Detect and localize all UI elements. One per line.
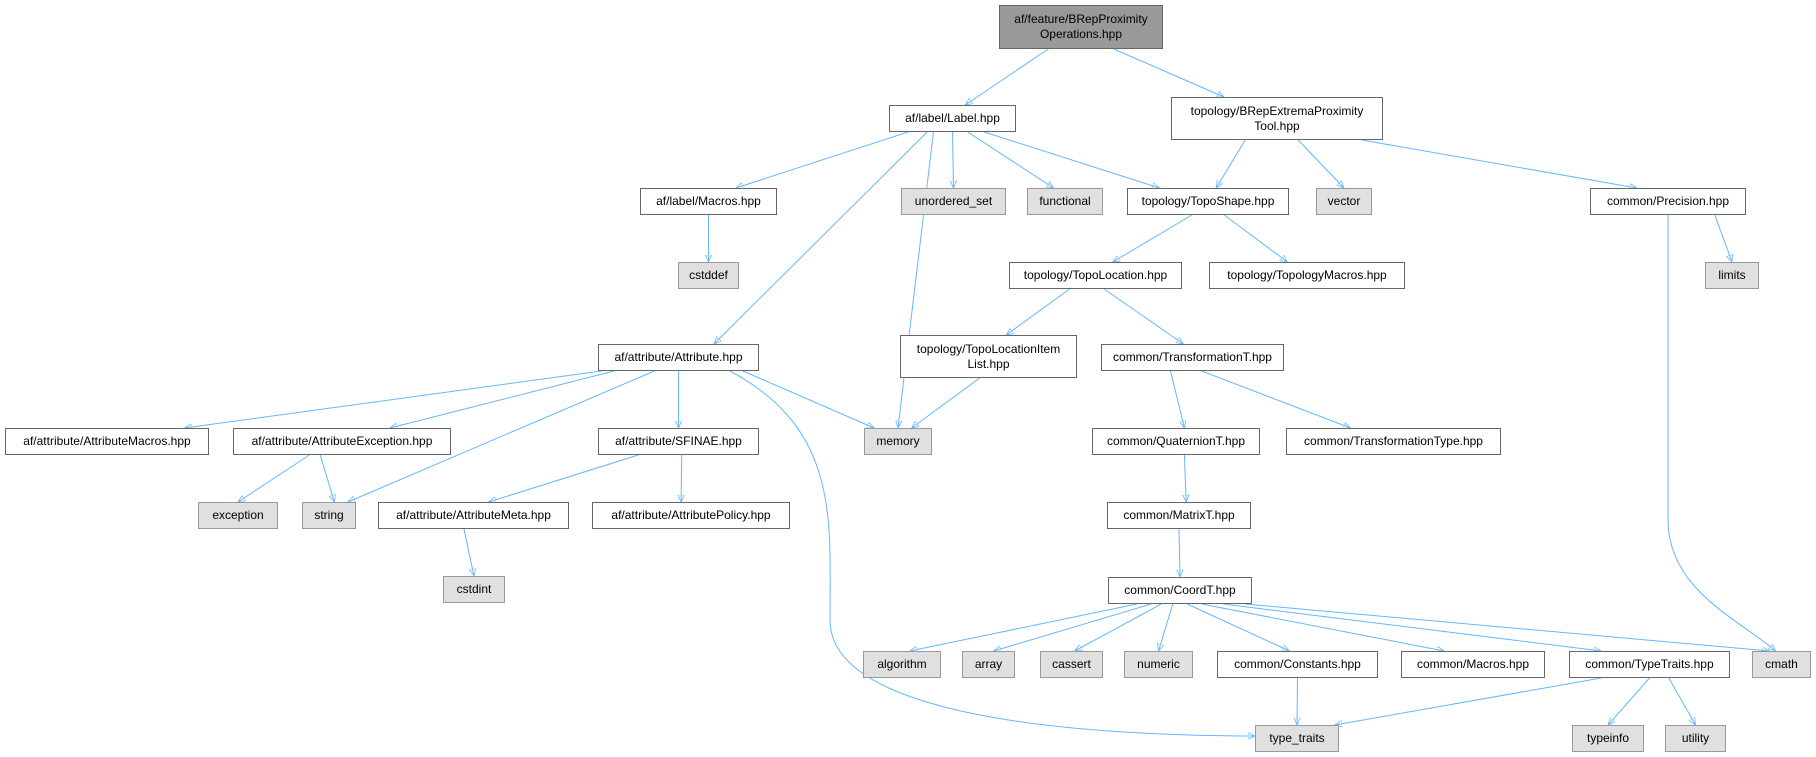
node-extrema[interactable]: topology/BRepExtremaProximity Tool.hpp xyxy=(1171,97,1383,140)
node-type-traits: type_traits xyxy=(1255,725,1339,752)
node-utility: utility xyxy=(1665,725,1726,752)
edge-extrema-to-vector xyxy=(1297,139,1344,188)
edge-transformation-to-quaternion xyxy=(1170,370,1185,428)
edge-attribute-to-string xyxy=(348,370,655,502)
edge-attribute-to-attributemacros xyxy=(185,370,602,428)
edge-coord-to-constants xyxy=(1186,603,1289,652)
node-cmath: cmath xyxy=(1752,651,1811,678)
edge-attribute-to-memory xyxy=(742,370,874,428)
node-constants[interactable]: common/Constants.hpp xyxy=(1217,651,1378,678)
edge-label-to-functional xyxy=(967,131,1054,188)
edge-sfinae-to-attributepolicy xyxy=(681,454,682,502)
edge-coord-to-algorithm xyxy=(910,603,1137,651)
node-cstdint: cstdint xyxy=(443,576,505,603)
edge-label-to-memory xyxy=(898,131,934,428)
edge-attribute-to-type_traits xyxy=(729,370,1255,736)
node-unordered-set: unordered_set xyxy=(901,188,1006,215)
node-cassert: cassert xyxy=(1040,651,1103,678)
node-quaternion[interactable]: common/QuaternionT.hpp xyxy=(1092,428,1260,455)
edge-quaternion-to-matrix xyxy=(1184,454,1186,502)
node-transformationtype[interactable]: common/TransformationType.hpp xyxy=(1286,428,1501,455)
node-matrix[interactable]: common/MatrixT.hpp xyxy=(1107,502,1251,529)
node-string: string xyxy=(302,502,356,529)
node-attributemeta[interactable]: af/attribute/AttributeMeta.hpp xyxy=(378,502,569,529)
edge-typetraits_hpp-to-type_traits xyxy=(1335,677,1602,725)
edge-sfinae-to-attributemeta xyxy=(489,454,639,502)
node-typetraits-hpp[interactable]: common/TypeTraits.hpp xyxy=(1569,651,1730,678)
node-transformation[interactable]: common/TransformationT.hpp xyxy=(1101,344,1284,371)
edge-topolocation-to-topolocationitemlist xyxy=(1006,288,1070,335)
edge-extrema-to-precision xyxy=(1361,139,1637,188)
edge-precision-to-limits xyxy=(1714,214,1732,262)
edge-attributeexception-to-exception xyxy=(238,454,310,502)
node-coord[interactable]: common/CoordT.hpp xyxy=(1108,577,1252,604)
edge-toposhape-to-topolocation xyxy=(1113,214,1193,262)
edge-typetraits_hpp-to-typeinfo xyxy=(1608,677,1650,725)
edge-coord-to-numeric xyxy=(1159,603,1174,651)
node-cstddef: cstddef xyxy=(678,262,739,289)
edge-matrix-to-coord xyxy=(1179,528,1180,577)
edge-root-to-label xyxy=(965,48,1049,105)
edge-transformation-to-transformationtype xyxy=(1201,370,1351,428)
edge-attributemeta-to-cstdint xyxy=(463,528,474,576)
edge-label-to-attribute xyxy=(714,131,928,344)
node-commonmacros[interactable]: common/Macros.hpp xyxy=(1401,651,1545,678)
node-macros[interactable]: af/label/Macros.hpp xyxy=(640,188,777,215)
edge-coord-to-typetraits_hpp xyxy=(1223,603,1601,651)
node-vector: vector xyxy=(1316,188,1372,215)
node-limits: limits xyxy=(1705,262,1759,289)
node-precision[interactable]: common/Precision.hpp xyxy=(1590,188,1746,215)
edge-typetraits_hpp-to-utility xyxy=(1668,677,1696,725)
node-algorithm: algorithm xyxy=(863,651,941,678)
edge-label-to-unordered_set xyxy=(953,131,954,188)
node-typeinfo: typeinfo xyxy=(1572,725,1644,752)
node-label[interactable]: af/label/Label.hpp xyxy=(889,105,1016,132)
edge-coord-to-cassert xyxy=(1075,603,1162,651)
edge-topolocation-to-transformation xyxy=(1103,288,1183,344)
node-memory: memory xyxy=(864,428,932,455)
edge-coord-to-array xyxy=(994,603,1152,651)
node-attributemacros[interactable]: af/attribute/AttributeMacros.hpp xyxy=(5,428,209,455)
node-toposhape[interactable]: topology/TopoShape.hpp xyxy=(1127,188,1289,215)
node-array: array xyxy=(962,651,1015,678)
node-numeric: numeric xyxy=(1124,651,1193,678)
edge-precision-to-cmath xyxy=(1667,214,1776,651)
edge-coord-to-cmath xyxy=(1244,603,1770,651)
node-attributepolicy[interactable]: af/attribute/AttributePolicy.hpp xyxy=(592,502,790,529)
node-exception: exception xyxy=(198,502,278,529)
edge-attributeexception-to-string xyxy=(319,454,334,502)
edge-label-to-toposhape xyxy=(984,131,1159,188)
node-attribute[interactable]: af/attribute/Attribute.hpp xyxy=(598,344,759,371)
node-topolocationitemlist[interactable]: topology/TopoLocationItem List.hpp xyxy=(900,335,1077,378)
node-topologymacros[interactable]: topology/TopologyMacros.hpp xyxy=(1209,262,1405,289)
edge-toposhape-to-topologymacros xyxy=(1223,214,1287,262)
node-attributeexception[interactable]: af/attribute/AttributeException.hpp xyxy=(233,428,451,455)
edge-coord-to-commonmacros xyxy=(1201,603,1445,651)
node-sfinae[interactable]: af/attribute/SFINAE.hpp xyxy=(598,428,759,455)
node-functional: functional xyxy=(1027,188,1103,215)
edge-extrema-to-toposhape xyxy=(1216,139,1246,188)
node-topolocation[interactable]: topology/TopoLocation.hpp xyxy=(1009,262,1182,289)
edge-root-to-extrema xyxy=(1113,48,1224,97)
edge-attribute-to-attributeexception xyxy=(390,370,615,428)
edge-constants-to-type_traits xyxy=(1297,677,1298,725)
node-root: af/feature/BRepProximity Operations.hpp xyxy=(999,5,1163,49)
edge-label-to-macros xyxy=(736,131,909,188)
edge-topolocationitemlist-to-memory xyxy=(912,377,980,428)
